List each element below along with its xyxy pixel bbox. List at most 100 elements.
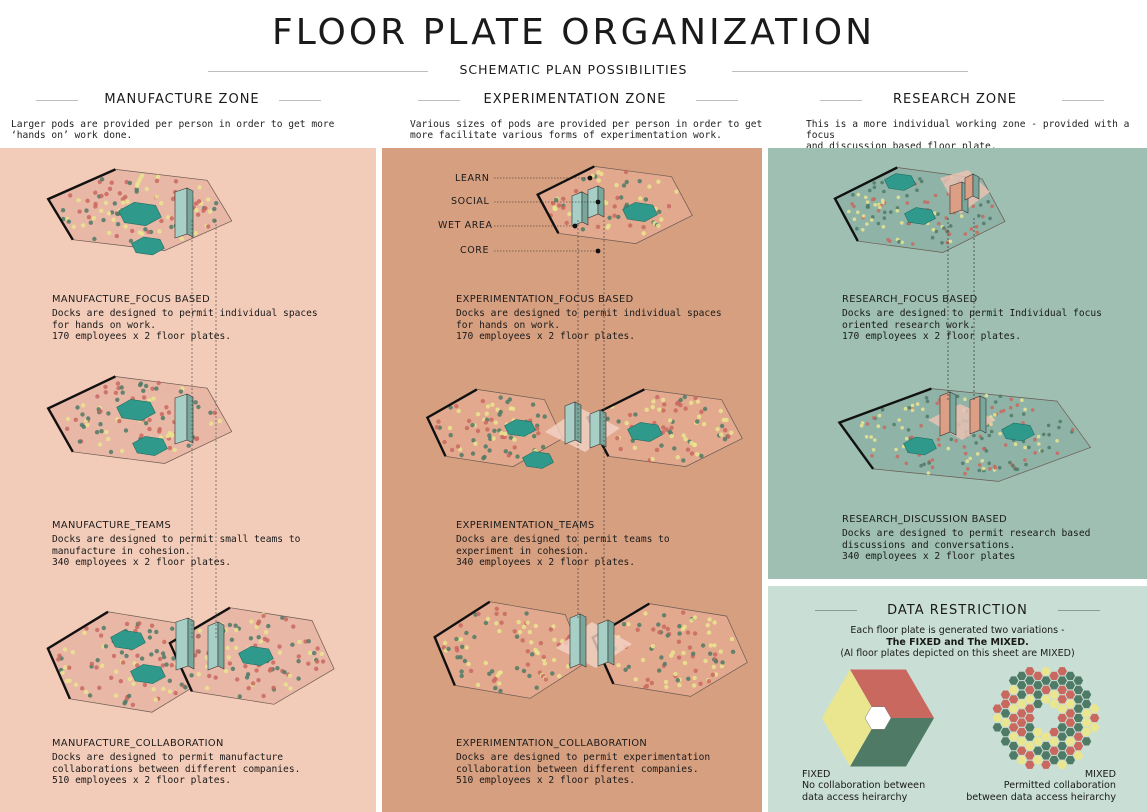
pod: [557, 673, 562, 679]
stair-core-side: [186, 393, 194, 444]
stair-core-side: [579, 613, 587, 668]
mixed-caption: MIXED Permitted collaboration between da…: [940, 769, 1116, 803]
pod: [961, 461, 965, 466]
pod: [170, 626, 175, 631]
pod: [263, 630, 269, 635]
pod: [687, 645, 693, 650]
legend-core: CORE: [460, 245, 490, 256]
stair-core-box: [969, 395, 981, 435]
pod: [860, 421, 865, 425]
pod: [618, 446, 623, 452]
plate-heading: MANUFACTURE_FOCUS BASED: [52, 294, 211, 305]
pod: [927, 461, 931, 465]
pod: [85, 422, 90, 428]
mixed-cell: [1048, 727, 1060, 737]
pod: [160, 663, 166, 668]
pod: [696, 414, 702, 419]
mixed-cell: [1024, 694, 1036, 705]
pod: [271, 660, 276, 665]
pod: [612, 213, 617, 218]
pod: [720, 660, 725, 665]
pod: [644, 407, 649, 412]
pod: [599, 171, 604, 177]
pod: [944, 216, 948, 220]
pod: [508, 406, 513, 411]
pod: [154, 386, 159, 391]
pod: [859, 423, 864, 428]
pod: [662, 402, 667, 407]
pod: [1020, 398, 1024, 403]
pod: [173, 690, 178, 696]
pod: [256, 619, 262, 624]
pod: [882, 216, 887, 220]
legend-dot: [595, 199, 601, 205]
pod: [115, 397, 120, 402]
pod: [120, 660, 126, 665]
pod: [449, 447, 455, 453]
mixed-cell: [1048, 736, 1060, 747]
pod: [982, 447, 986, 451]
pod: [861, 228, 865, 232]
pod: [497, 681, 502, 686]
pod: [265, 638, 270, 643]
pod: [117, 418, 122, 424]
pod: [156, 380, 161, 386]
pod: [498, 688, 503, 694]
plate-line: 170 employees x 2 floor plates.: [52, 330, 232, 342]
pod: [978, 203, 983, 207]
pod: [989, 429, 994, 434]
pod: [974, 224, 979, 229]
pod: [1041, 432, 1046, 437]
experimentation-teams-caption: EXPERIMENTATION_TEAMS Docks are designed…: [456, 520, 670, 568]
pod: [692, 631, 698, 636]
pod: [895, 206, 900, 210]
plate-heading: RESEARCH_FOCUS BASED: [842, 294, 978, 305]
pod: [666, 204, 672, 209]
pod: [919, 423, 923, 428]
pod: [455, 655, 460, 660]
pod: [151, 687, 156, 692]
pod: [852, 204, 856, 209]
pod: [142, 682, 148, 688]
pod: [998, 431, 1002, 436]
zone-rule: [36, 100, 78, 101]
pod: [288, 686, 293, 691]
pod: [918, 177, 922, 181]
pod: [154, 178, 160, 184]
pod: [729, 430, 734, 435]
pod: [495, 407, 500, 412]
pod: [616, 419, 621, 424]
pod: [847, 209, 851, 214]
pod: [935, 401, 939, 406]
mixed-cell: [1040, 675, 1052, 686]
pod: [104, 191, 109, 197]
pod: [903, 406, 908, 411]
pod: [581, 177, 586, 182]
mixed-cell: [1016, 727, 1028, 737]
mixed-cell: [1081, 708, 1092, 719]
pod: [95, 627, 100, 633]
core-hex: [504, 419, 536, 437]
pod: [277, 650, 283, 655]
mixed-cell: [1040, 666, 1052, 677]
pod: [466, 418, 472, 424]
pod: [869, 435, 873, 439]
pod: [701, 422, 707, 427]
legend-social: SOCIAL: [451, 196, 490, 207]
subtitle-rule-right: [732, 71, 968, 72]
pod: [959, 214, 964, 218]
pod: [718, 649, 723, 654]
pod: [692, 675, 697, 681]
pod: [1023, 445, 1027, 450]
pod: [75, 405, 80, 410]
pod: [897, 240, 901, 244]
plate-heading: RESEARCH_DISCUSSION BASED: [842, 514, 1008, 525]
pod: [154, 629, 159, 635]
pod: [886, 237, 890, 242]
pod: [1070, 427, 1075, 432]
pod: [499, 430, 504, 436]
pod: [197, 628, 203, 633]
pod: [487, 671, 492, 676]
pod: [149, 623, 155, 628]
pod: [206, 224, 211, 229]
